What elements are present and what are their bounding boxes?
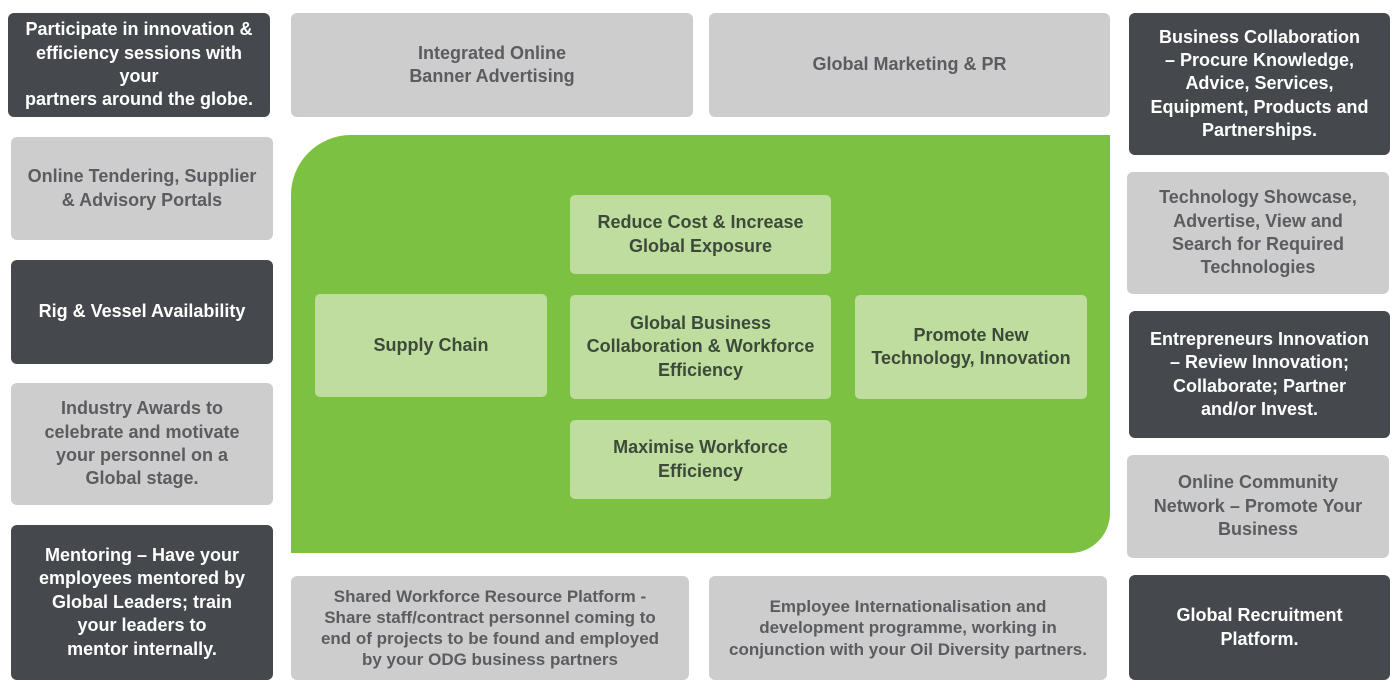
tendering-portals-box: Online Tendering, Supplier & Advisory Po… [11,137,273,240]
employee-internationalisation-box: Employee Internationalisation and develo… [709,576,1107,680]
global-recruitment-text: Global Recruitment Platform. [1176,605,1343,649]
innovation-sessions-box: Participate in innovation & efficiency s… [8,13,270,117]
maximise-workforce-box: Maximise Workforce Efficiency [570,420,831,499]
global-recruitment-box: Global Recruitment Platform. [1129,575,1390,680]
business-collaboration-text: Business Collaboration – Procure Knowled… [1150,26,1369,141]
banner-advertising-box: Integrated Online Banner Advertising [291,13,693,117]
business-collaboration-box: Business Collaboration – Procure Knowled… [1129,13,1390,155]
rig-vessel-text: Rig & Vessel Availability [38,301,246,322]
tendering-portals-text: Online Tendering, Supplier & Advisory Po… [27,166,257,210]
technology-showcase-text: Technology Showcase, Advertise, View and… [1159,187,1357,278]
global-business-text: Global Business Collaboration & Workforc… [586,312,815,380]
supply-chain-text: Supply Chain [373,334,489,355]
innovation-sessions-text: Participate in innovation & efficiency s… [24,19,254,110]
global-marketing-text: Global Marketing & PR [812,54,1007,75]
rig-vessel-box: Rig & Vessel Availability [11,260,273,364]
mentoring-text: Mentoring – Have your employees mentored… [38,545,246,659]
reduce-cost-text: Reduce Cost & Increase Global Exposure [597,212,804,256]
supply-chain-box: Supply Chain [315,294,547,397]
industry-awards-text: Industry Awards to celebrate and motivat… [44,398,240,489]
shared-workforce-box: Shared Workforce Resource Platform - Sha… [291,576,689,680]
technology-showcase-box: Technology Showcase, Advertise, View and… [1127,172,1389,294]
promote-technology-text: Promote New Technology, Innovation [871,324,1071,368]
entrepreneurs-innovation-box: Entrepreneurs Innovation – Review Innova… [1129,311,1390,438]
promote-technology-box: Promote New Technology, Innovation [855,295,1087,399]
global-marketing-box: Global Marketing & PR [709,13,1110,117]
online-community-box: Online Community Network – Promote Your … [1127,455,1389,558]
maximise-workforce-text: Maximise Workforce Efficiency [613,437,788,481]
mentoring-box: Mentoring – Have your employees mentored… [11,525,273,680]
entrepreneurs-innovation-text: Entrepreneurs Innovation – Review Innova… [1149,328,1370,419]
shared-workforce-text: Shared Workforce Resource Platform - Sha… [320,586,660,670]
reduce-cost-box: Reduce Cost & Increase Global Exposure [570,195,831,274]
online-community-text: Online Community Network – Promote Your … [1153,472,1363,540]
global-business-box: Global Business Collaboration & Workforc… [570,295,831,399]
banner-advertising-text: Integrated Online Banner Advertising [409,42,575,86]
employee-internationalisation-text: Employee Internationalisation and develo… [728,597,1087,659]
industry-awards-box: Industry Awards to celebrate and motivat… [11,383,273,505]
